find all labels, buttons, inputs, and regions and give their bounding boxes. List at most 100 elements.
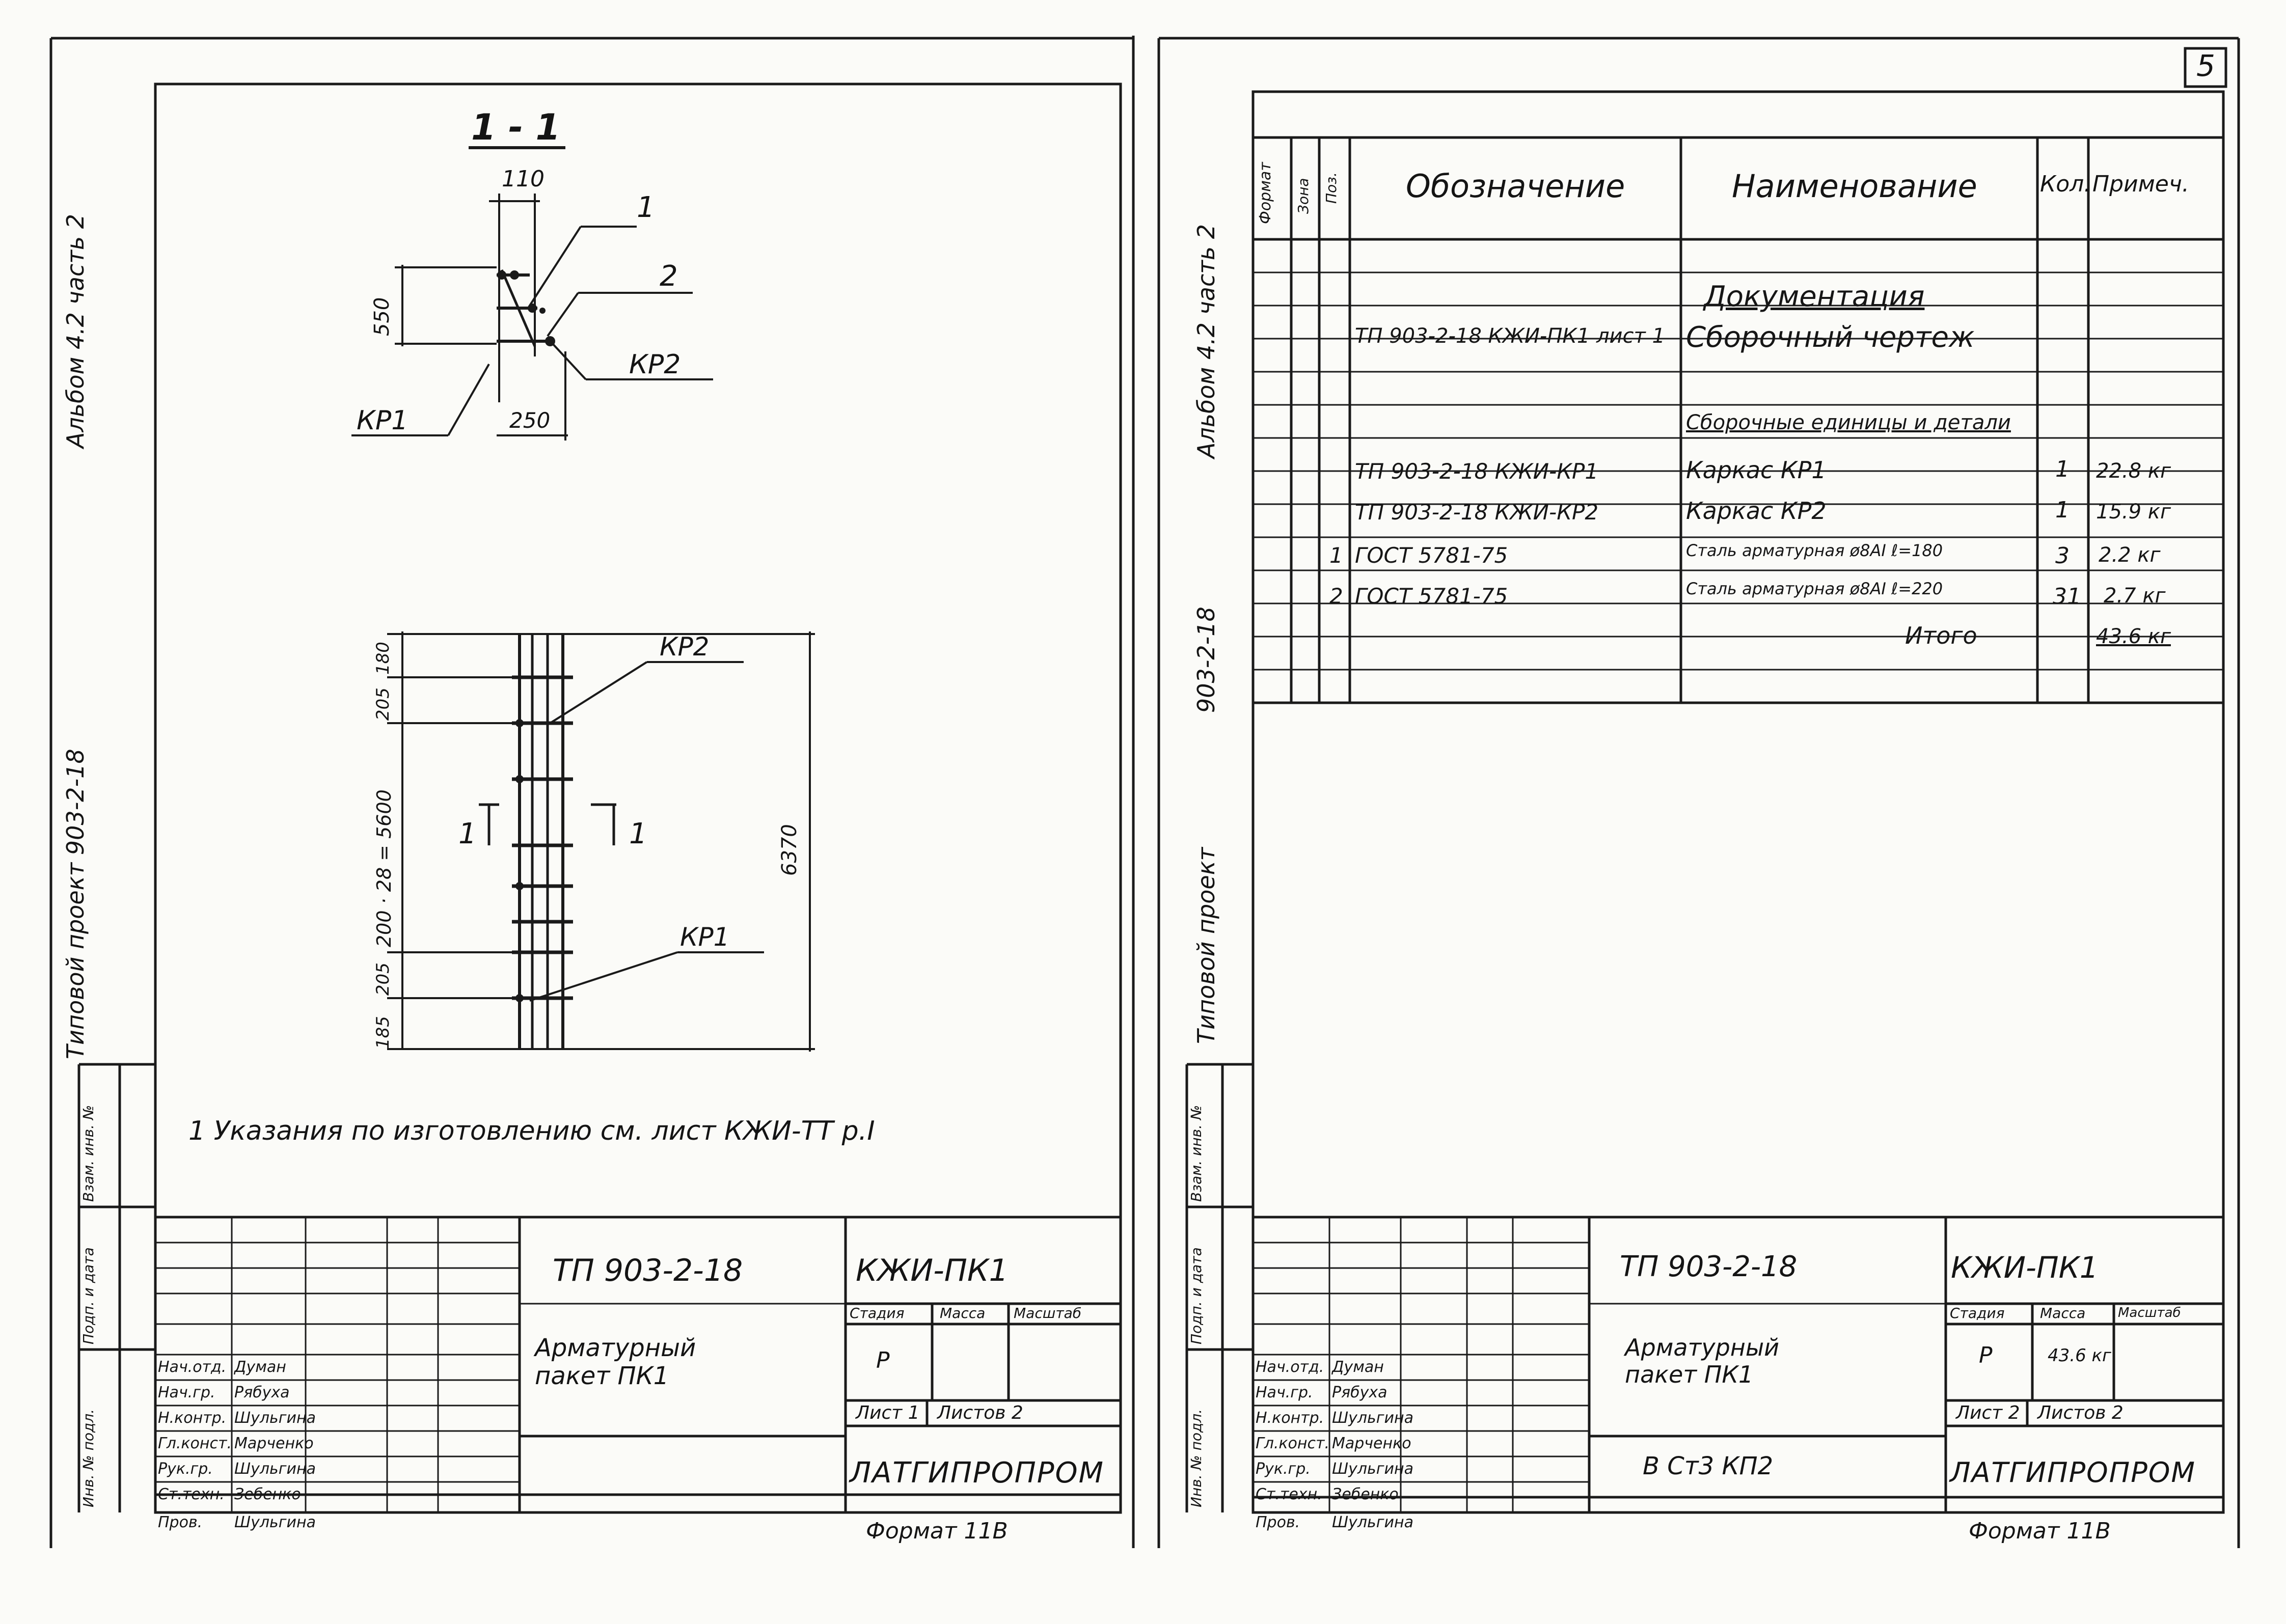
left-role: Рук.гр. (158, 1460, 213, 1478)
left-role: Гл.конст. (158, 1435, 232, 1452)
right-stamp-inv: Инв. № подл. (1188, 1409, 1205, 1507)
left-name: Шульгина (234, 1409, 316, 1427)
left-doc-code: КЖИ-ПК1 (856, 1253, 1009, 1288)
right-name: Рябуха (1332, 1384, 1387, 1401)
elev-dim-middle: 200 · 28 = 5600 (373, 789, 395, 947)
spec-row-designation: ТП 903-2-18 КЖИ-КР1 (1355, 459, 1599, 484)
spec-row-name: Каркас КР2 (1686, 497, 1827, 525)
right-format: Формат 11В (1969, 1518, 2111, 1544)
right-doc-title: Арматурный пакет ПК1 (1625, 1334, 1780, 1388)
spec-header-note: Примеч. (2092, 171, 2189, 197)
elev-dim-205-top: 205 (373, 687, 393, 721)
page-number: 5 (2196, 48, 2215, 83)
left-name: Шульгина (234, 1460, 316, 1478)
spec-row-qty: 1 (2055, 497, 2070, 523)
elev-dim-180: 180 (373, 642, 393, 675)
right-project-code: ТП 903-2-18 (1620, 1250, 1798, 1283)
elev-dim-185: 185 (373, 1016, 393, 1049)
spec-row-name: Сборочные единицы и детали (1686, 411, 2011, 434)
right-doc-extra: В Ст3 КП2 (1643, 1452, 1774, 1480)
spec-row-name: Сборочный чертеж (1686, 321, 1975, 354)
left-doc-title: Арматурный пакет ПК1 (535, 1334, 696, 1391)
spec-row-name: Каркас КР1 (1686, 456, 1827, 484)
right-role: Пров. (1256, 1513, 1300, 1531)
right-mass-header: Масса (2040, 1305, 2086, 1322)
spec-row-pos: 2 (1329, 584, 1343, 609)
left-stamp-signdate: Подп. и дата (80, 1247, 97, 1344)
left-scale-header: Масштаб (1014, 1305, 1082, 1322)
spec-row-qty: 31 (2053, 584, 2081, 610)
spec-header-designation: Обозначение (1406, 168, 1625, 205)
right-name: Марченко (1332, 1435, 1411, 1452)
spec-row-qty: 1 (2055, 456, 2070, 482)
left-org-name: ЛАТГИПРОПРОМ (850, 1456, 1104, 1490)
left-side-text-album: Альбом 4.2 часть 2 (62, 213, 89, 448)
right-name: Шульгина (1332, 1513, 1413, 1531)
spec-row-designation: ТП 903-2-18 КЖИ-КР2 (1355, 500, 1599, 525)
label-kr2: КР2 (629, 349, 681, 380)
dim-250: 250 (509, 408, 551, 433)
right-role: Гл.конст. (1256, 1435, 1330, 1452)
right-sheet-label: Лист 2 (1956, 1402, 2020, 1423)
right-stage-header: Стадия (1950, 1305, 2005, 1322)
spec-header-pos: Поз. (1323, 172, 1340, 204)
right-side-text-code: 903-2-18 (1192, 607, 1220, 713)
spec-row-name: Сталь арматурная ø8АI ℓ=180 (1686, 541, 1943, 560)
left-name: Рябуха (234, 1384, 290, 1401)
left-sheet-label: Лист 1 (856, 1402, 920, 1423)
drawing-note: 1 Указания по изготовлению см. лист КЖИ-… (188, 1116, 875, 1146)
right-stage-value: Р (1979, 1342, 1993, 1368)
spec-row-note: 2.2 кг (2099, 543, 2161, 567)
right-stamp-replace: Взам. инв. № (1188, 1105, 1205, 1202)
spec-row-note: 2.7 кг (2104, 584, 2166, 608)
right-mass-value: 43.6 кг (2048, 1345, 2111, 1366)
spec-header-name: Наименование (1732, 168, 1977, 205)
right-side-text-project: Типовой проект (1192, 847, 1220, 1044)
spec-header-qty: Кол. (2040, 171, 2091, 197)
right-org-name: ЛАТГИПРОПРОМ (1950, 1456, 2196, 1489)
elev-dim-205-bottom: 205 (373, 962, 393, 996)
spec-row-qty: 3 (2055, 543, 2070, 569)
spec-row-designation: ТП 903-2-18 КЖИ-ПК1 лист 1 (1355, 324, 1666, 348)
right-sheets-label: Листов 2 (2037, 1402, 2124, 1423)
callout-2: 2 (660, 260, 678, 293)
left-name: Шульгина (234, 1513, 316, 1531)
right-role: Нач.отд. (1256, 1358, 1324, 1376)
left-stamp-inv: Инв. № подл. (80, 1409, 97, 1507)
left-stage-value: Р (876, 1347, 890, 1373)
right-role: Нач.гр. (1256, 1384, 1313, 1401)
dim-110: 110 (502, 166, 545, 192)
elev-label-kr1: КР1 (680, 922, 730, 952)
right-name: Шульгина (1332, 1460, 1413, 1478)
spec-row-name: Сталь арматурная ø8АI ℓ=220 (1686, 579, 1943, 598)
right-doc-code: КЖИ-ПК1 (1951, 1250, 2099, 1285)
spec-row-designation: ГОСТ 5781-75 (1355, 543, 1508, 568)
elev-label-kr2: КР2 (660, 632, 710, 662)
spec-row-designation: ГОСТ 5781-75 (1355, 584, 1508, 609)
right-role: Ст.техн. (1256, 1485, 1322, 1503)
section-title: 1 - 1 (471, 106, 561, 148)
spec-header-format: Формат (1257, 162, 1274, 224)
spec-row-note: 43.6 кг (2096, 625, 2171, 648)
left-side-text-project: Типовой проект 903-2-18 (62, 749, 89, 1059)
left-stamp-replace: Взам. инв. № (80, 1105, 97, 1202)
spec-header-zone: Зона (1295, 178, 1312, 214)
spec-row-note: 22.8 кг (2096, 459, 2171, 483)
left-mass-header: Масса (940, 1305, 986, 1322)
right-name: Зебенко (1332, 1485, 1399, 1503)
left-project-code: ТП 903-2-18 (553, 1253, 743, 1288)
right-role: Рук.гр. (1256, 1460, 1311, 1478)
right-scale-header: Масштаб (2118, 1305, 2181, 1320)
left-sheets-label: Листов 2 (937, 1402, 1023, 1423)
left-role: Нач.гр. (158, 1384, 215, 1401)
left-name: Думан (234, 1358, 286, 1376)
callout-1: 1 (637, 191, 655, 224)
left-format: Формат 11В (866, 1518, 1008, 1544)
spec-row-pos: 1 (1329, 543, 1343, 568)
right-side-text-album: Альбом 4.2 часть 2 (1192, 224, 1220, 458)
spec-row-name: Итого (1905, 622, 1977, 649)
elev-total-dim: 6370 (778, 824, 801, 876)
left-name: Зебенко (234, 1485, 301, 1503)
left-role: Н.контр. (158, 1409, 227, 1427)
